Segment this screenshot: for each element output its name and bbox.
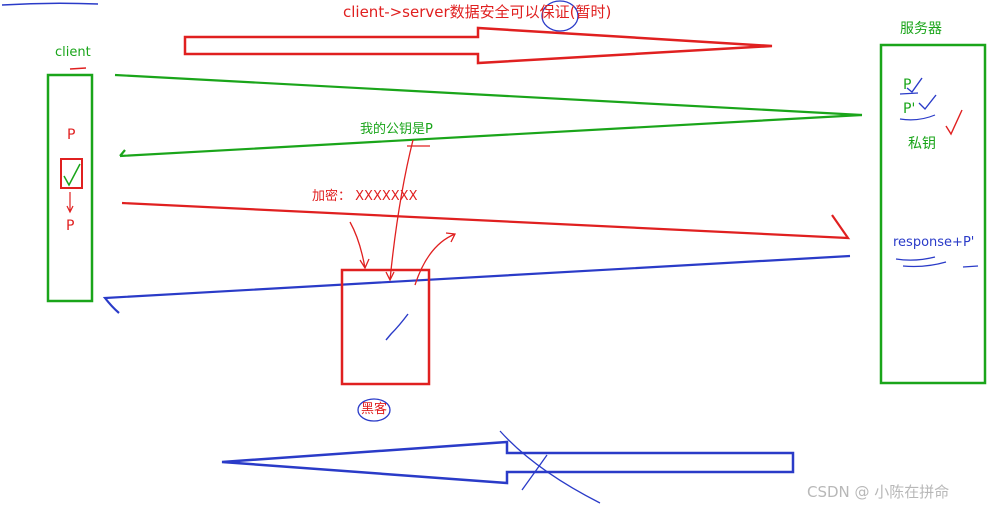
server-label: 服务器 [900, 21, 942, 37]
client-label: client [55, 45, 91, 60]
server-item-p: P [903, 77, 912, 93]
blue-response-line [102, 254, 851, 314]
check-icon [918, 94, 937, 111]
client-label-underline [69, 67, 87, 70]
underline-mark [899, 114, 936, 121]
hacker-label: 黑客 [361, 402, 388, 417]
server-box [879, 43, 987, 385]
public-key-message: 我的公钥是P [360, 122, 433, 137]
red-direction-arrow [183, 26, 773, 65]
check-icon [385, 313, 409, 341]
title-circle-mark [541, 0, 579, 32]
cross-mark [499, 430, 601, 504]
intercept-arrow [349, 221, 370, 270]
check-icon [906, 77, 923, 94]
server-response: response+P' [893, 235, 975, 250]
client-box [46, 73, 94, 303]
server-private-key: 私钥 [908, 136, 936, 152]
client-key-box [60, 158, 83, 189]
underline-mark [899, 92, 919, 95]
check-icon [63, 163, 81, 187]
blue-direction-arrow [221, 440, 795, 485]
encrypted-message: 加密： XXXXXXX [312, 189, 418, 204]
green-request-line [114, 73, 863, 117]
client-key-top: P [67, 127, 76, 143]
hacker-box [340, 268, 431, 386]
underline-mark [962, 265, 979, 268]
hacker-label-circle [357, 398, 391, 422]
forward-arrow [414, 232, 456, 286]
intercept-arrow [385, 139, 414, 282]
underline-mark [895, 256, 936, 261]
client-key-bottom: P [66, 218, 75, 234]
corner-scribble [1, 2, 99, 6]
underline-mark [902, 261, 947, 268]
server-item-p-prime: P' [903, 101, 916, 117]
watermark: CSDN @ 小陈在拼命 [807, 483, 950, 501]
green-public-key-line [119, 113, 863, 158]
diagram-title: client->server数据安全可以保证(暂时) [343, 3, 612, 21]
arrow-down-icon [66, 192, 74, 214]
check-icon [945, 109, 963, 136]
red-encrypted-line [121, 201, 851, 240]
